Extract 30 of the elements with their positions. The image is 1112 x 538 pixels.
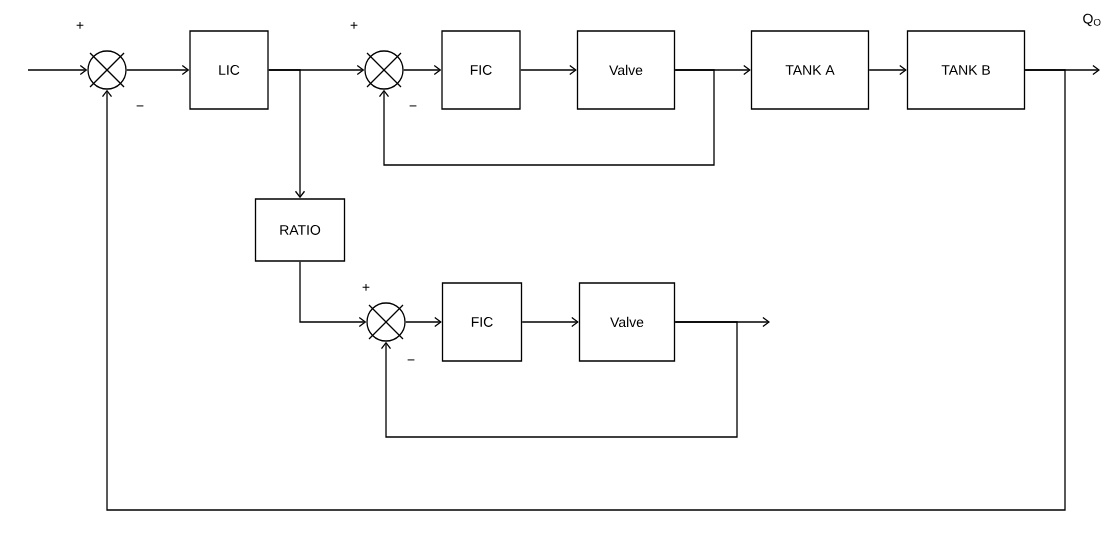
sign-label: + (362, 283, 370, 291)
sign-label: Q$_{O}$ (1083, 13, 1101, 27)
block-box: LIC (189, 30, 269, 110)
sign-label: − (136, 105, 144, 107)
arrow (299, 261, 367, 328)
arrow (403, 64, 442, 76)
arrow (405, 316, 442, 328)
sign-label: + (350, 21, 358, 29)
arrow (520, 64, 577, 76)
block-box: FIC (441, 282, 523, 362)
summing-junction (364, 50, 404, 90)
arrow (126, 64, 190, 76)
block-box: Valve (576, 30, 676, 110)
block-box: TANK A (750, 30, 870, 110)
summing-junction (87, 50, 127, 90)
block-box: RATIO (254, 198, 346, 262)
block-box: FIC (441, 30, 521, 110)
summing-junction (366, 302, 406, 342)
block-box: TANK B (906, 30, 1026, 110)
arrow (378, 69, 715, 166)
arrow (268, 69, 306, 199)
arrow (101, 69, 1066, 511)
sign-label: − (407, 359, 415, 361)
arrow (380, 321, 738, 438)
block-box: Valve (578, 282, 676, 362)
sign-label: − (409, 105, 417, 107)
arrow (27, 64, 88, 76)
sign-label: + (76, 21, 84, 29)
arrow (868, 64, 907, 76)
arrow (521, 316, 579, 328)
